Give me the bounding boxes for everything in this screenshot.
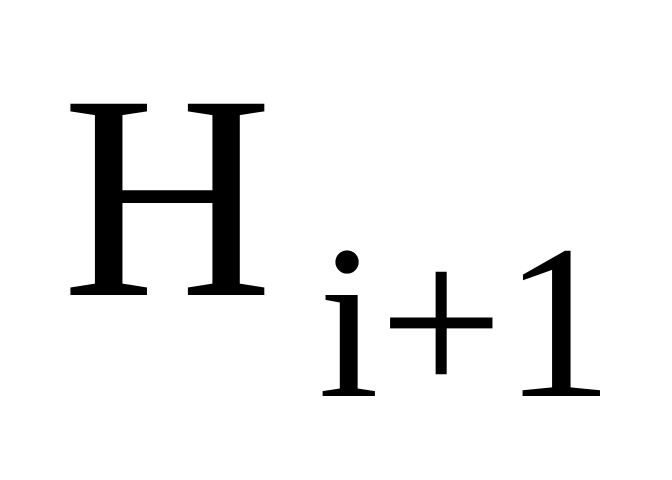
formula-base-symbol: H xyxy=(62,36,273,359)
formula-subscript: i+1 xyxy=(318,200,614,444)
